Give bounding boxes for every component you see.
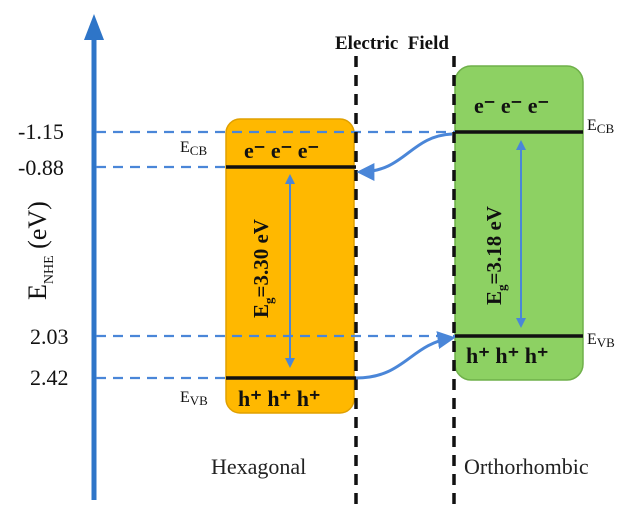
energy-axis [84,14,104,500]
tick-label: 2.03 [30,324,69,349]
hexagonal-label: Hexagonal [211,454,306,479]
orthorhombic-label: Orthorhombic [464,454,589,479]
tick-label: -0.88 [18,155,64,180]
tick-label: -1.15 [18,119,64,144]
hex-evb-label: EVB [180,389,208,408]
electron-transfer-arrow [356,132,453,181]
electric-field-lines [354,56,456,512]
hex-bandgap-label: Eg=3.30 eV [249,219,276,318]
ortho-bandgap-label: Eg=3.18 eV [482,206,509,305]
axis-arrow-head [84,14,104,40]
axis-label: ENHE (eV) [23,201,57,300]
ortho-evb-label: EVB [587,331,615,350]
electric-field-label: Electric Field [335,33,449,54]
tick-label: 2.42 [30,365,69,390]
ortho-ecb-label: ECB [587,117,614,136]
energy-level-lines [96,130,456,380]
ortho-electrons: e⁻ e⁻ e⁻ [474,93,549,118]
hex-ecb-label: ECB [180,139,207,158]
hex-holes: h⁺ h⁺ h⁺ [238,386,321,411]
hole-transfer-arrow [355,331,456,380]
ortho-holes: h⁺ h⁺ h⁺ [466,343,549,368]
hex-electrons: e⁻ e⁻ e⁻ [244,138,319,163]
